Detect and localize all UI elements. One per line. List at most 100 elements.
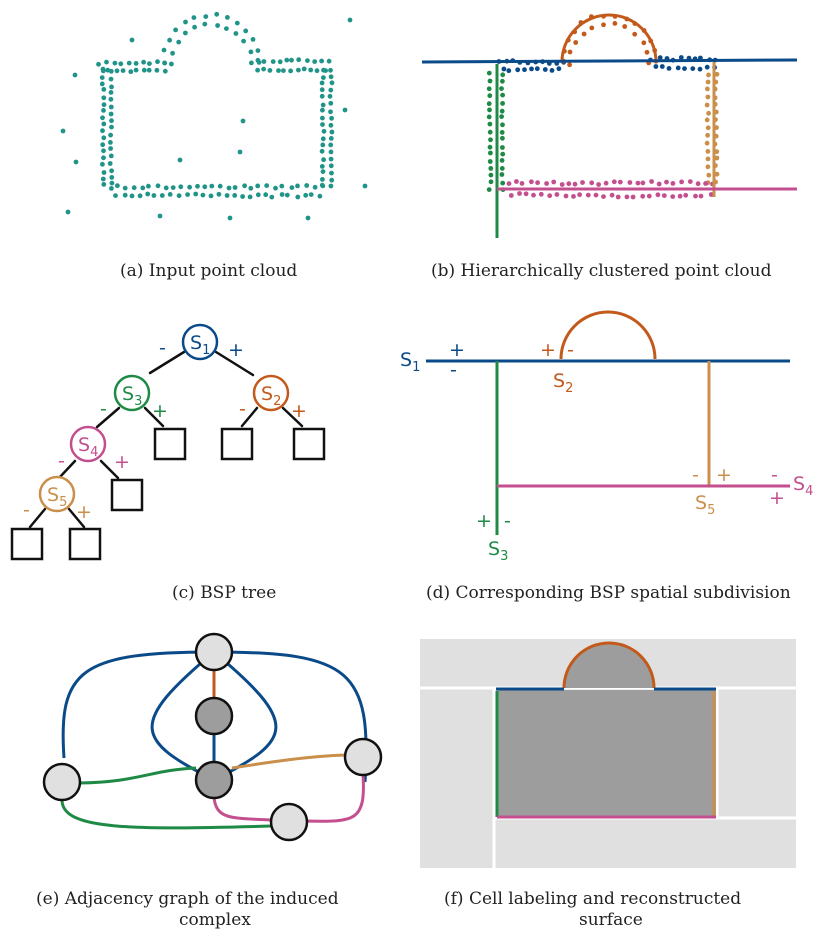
graph-node-outside xyxy=(194,632,234,672)
point xyxy=(328,136,334,141)
blue-line-primitive xyxy=(421,58,798,64)
point xyxy=(656,181,662,187)
point xyxy=(320,102,326,108)
point xyxy=(690,66,696,71)
caption-a: (a) Input point cloud xyxy=(120,261,297,281)
point xyxy=(704,140,710,146)
point xyxy=(109,175,115,180)
point xyxy=(320,122,325,127)
point xyxy=(267,68,273,73)
point xyxy=(677,193,683,199)
point xyxy=(128,69,134,75)
edge-s3-s4 xyxy=(95,406,121,429)
point xyxy=(60,128,66,134)
point xyxy=(506,181,512,187)
point xyxy=(572,181,578,187)
point xyxy=(109,118,114,124)
point xyxy=(630,194,636,200)
point xyxy=(320,136,326,142)
point xyxy=(706,172,712,178)
point xyxy=(101,148,106,154)
point xyxy=(500,72,506,78)
point xyxy=(644,49,650,55)
point xyxy=(122,185,128,191)
point xyxy=(328,142,334,148)
panel-c-bsp-tree: S1 S3 S2 S4 S5 - + - + - + - + - + (c) B… xyxy=(10,323,326,603)
point xyxy=(109,84,114,90)
sign-plus: + xyxy=(769,487,785,509)
point xyxy=(284,192,290,198)
sign-minus: - xyxy=(159,337,166,359)
panel-d-bsp-subdivision: S1 + - S2 + - S3 + - S4 - + S5 - + (d) C… xyxy=(400,310,813,603)
point xyxy=(675,65,681,71)
leaf-node xyxy=(153,427,187,461)
point xyxy=(133,67,139,73)
point xyxy=(255,183,261,189)
subdivision-label-s1: S1 xyxy=(400,349,420,375)
point xyxy=(109,186,114,191)
subdivision-label-s4: S4 xyxy=(793,473,813,499)
point xyxy=(109,168,114,174)
point xyxy=(601,22,606,28)
point xyxy=(314,68,320,74)
edge-s5-leaf-right xyxy=(67,507,86,529)
graph-node-outside xyxy=(269,802,309,842)
leaf-node xyxy=(292,427,326,461)
point xyxy=(129,37,135,43)
point xyxy=(112,60,118,66)
point xyxy=(342,107,348,113)
point xyxy=(589,25,595,31)
point xyxy=(698,193,704,199)
tree-node-s5-label: S5 xyxy=(47,484,67,510)
point xyxy=(108,153,114,159)
sign-plus: + xyxy=(152,400,168,422)
point xyxy=(328,183,334,189)
edge-s4-s5 xyxy=(57,459,77,480)
point xyxy=(567,49,573,55)
point xyxy=(226,185,232,191)
point xyxy=(347,17,353,23)
point xyxy=(705,79,711,85)
point xyxy=(500,92,505,98)
point xyxy=(240,194,246,199)
graph-edge-green xyxy=(79,766,197,785)
point xyxy=(131,185,137,191)
point xyxy=(100,128,105,134)
point xyxy=(486,70,492,76)
point-cloud-a xyxy=(60,11,368,221)
sign-plus: + xyxy=(228,339,244,361)
point xyxy=(501,66,507,72)
tree-node-s1 xyxy=(181,323,219,361)
point xyxy=(261,59,267,64)
point xyxy=(514,179,519,184)
point xyxy=(72,72,78,78)
point xyxy=(145,191,151,197)
point xyxy=(108,90,114,95)
point xyxy=(554,192,560,197)
point xyxy=(635,180,641,186)
panel-f-cell-labeling xyxy=(420,639,796,868)
point xyxy=(279,192,285,197)
sign-plus: + xyxy=(476,510,492,532)
point xyxy=(101,155,106,161)
edge-s4-leaf xyxy=(99,459,120,480)
leaf-node xyxy=(110,478,144,512)
point xyxy=(101,135,107,141)
caption-e-line2: complex xyxy=(179,910,251,930)
point xyxy=(488,166,494,171)
point xyxy=(261,66,266,72)
point xyxy=(486,187,492,193)
point xyxy=(670,194,676,200)
point xyxy=(593,192,599,198)
point xyxy=(571,194,576,199)
point xyxy=(321,67,326,73)
point xyxy=(216,191,222,197)
point xyxy=(140,185,146,191)
point xyxy=(508,193,514,198)
point xyxy=(108,132,113,138)
point xyxy=(243,28,249,34)
graph-edge-tan xyxy=(231,753,347,770)
graph-node-inside xyxy=(194,696,234,736)
point xyxy=(577,192,582,198)
point xyxy=(500,180,506,186)
